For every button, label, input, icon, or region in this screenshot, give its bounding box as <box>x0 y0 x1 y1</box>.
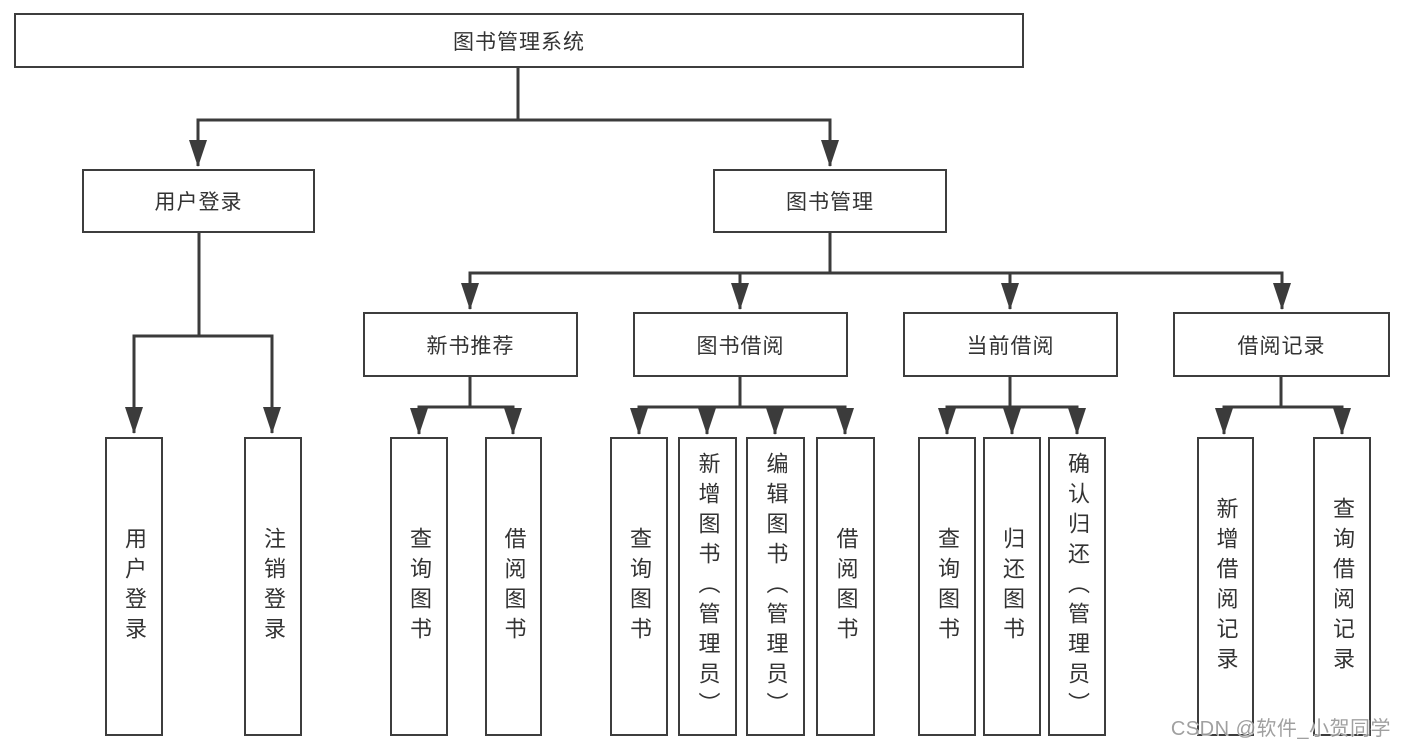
node-leaf-user-login: 用户登录 <box>105 437 163 736</box>
node-current-borrowing: 当前借阅 <box>903 312 1118 377</box>
node-label: 用户登录 <box>154 191 243 214</box>
node-label: 查询图书 <box>407 526 432 647</box>
node-leaf-edit-book-admin: 编辑图书（管理员） <box>746 437 805 736</box>
node-label: 查询借阅记录 <box>1330 496 1355 677</box>
node-leaf-borrow-books-recommend: 借阅图书 <box>485 437 542 736</box>
node-leaf-query-books-recommend: 查询图书 <box>390 437 448 736</box>
node-book-management: 图书管理 <box>713 169 947 233</box>
node-label: 图书借阅 <box>696 334 785 358</box>
node-label: 新书推荐 <box>426 334 515 358</box>
node-leaf-logout: 注销登录 <box>244 437 302 736</box>
node-book-borrowing: 图书借阅 <box>633 312 848 377</box>
node-label: 注销登录 <box>261 526 286 647</box>
node-label: 借阅图书 <box>501 526 527 647</box>
node-label: 确认归还（管理员） <box>1065 451 1090 722</box>
node-label: 图书管理 <box>786 191 874 214</box>
node-label: 用户登录 <box>122 526 147 647</box>
node-leaf-query-borrow-record: 查询借阅记录 <box>1313 437 1371 736</box>
node-new-book-recommendation: 新书推荐 <box>363 312 578 377</box>
node-leaf-borrow-books: 借阅图书 <box>816 437 875 736</box>
node-label: 当前借阅 <box>966 334 1055 358</box>
node-borrowing-records: 借阅记录 <box>1173 312 1390 377</box>
node-label: 新增图书（管理员） <box>695 451 721 722</box>
node-leaf-query-books-borrowing: 查询图书 <box>610 437 668 736</box>
node-leaf-return-books: 归还图书 <box>983 437 1041 736</box>
node-label: 编辑图书（管理员） <box>763 451 789 722</box>
node-leaf-add-book-admin: 新增图书（管理员） <box>678 437 737 736</box>
node-leaf-query-books-current: 查询图书 <box>918 437 976 736</box>
node-label: 归还图书 <box>1000 526 1025 647</box>
node-leaf-confirm-return-admin: 确认归还（管理员） <box>1048 437 1106 736</box>
node-label: 借阅记录 <box>1237 334 1326 358</box>
node-label: 查询图书 <box>935 526 960 647</box>
node-leaf-add-borrow-record: 新增借阅记录 <box>1197 437 1254 736</box>
node-library-system-root: 图书管理系统 <box>14 13 1024 68</box>
node-label: 借阅图书 <box>833 526 859 647</box>
node-label: 图书管理系统 <box>453 30 585 54</box>
node-label: 新增借阅记录 <box>1213 496 1239 677</box>
node-user-login: 用户登录 <box>82 169 315 233</box>
node-label: 查询图书 <box>627 526 652 647</box>
